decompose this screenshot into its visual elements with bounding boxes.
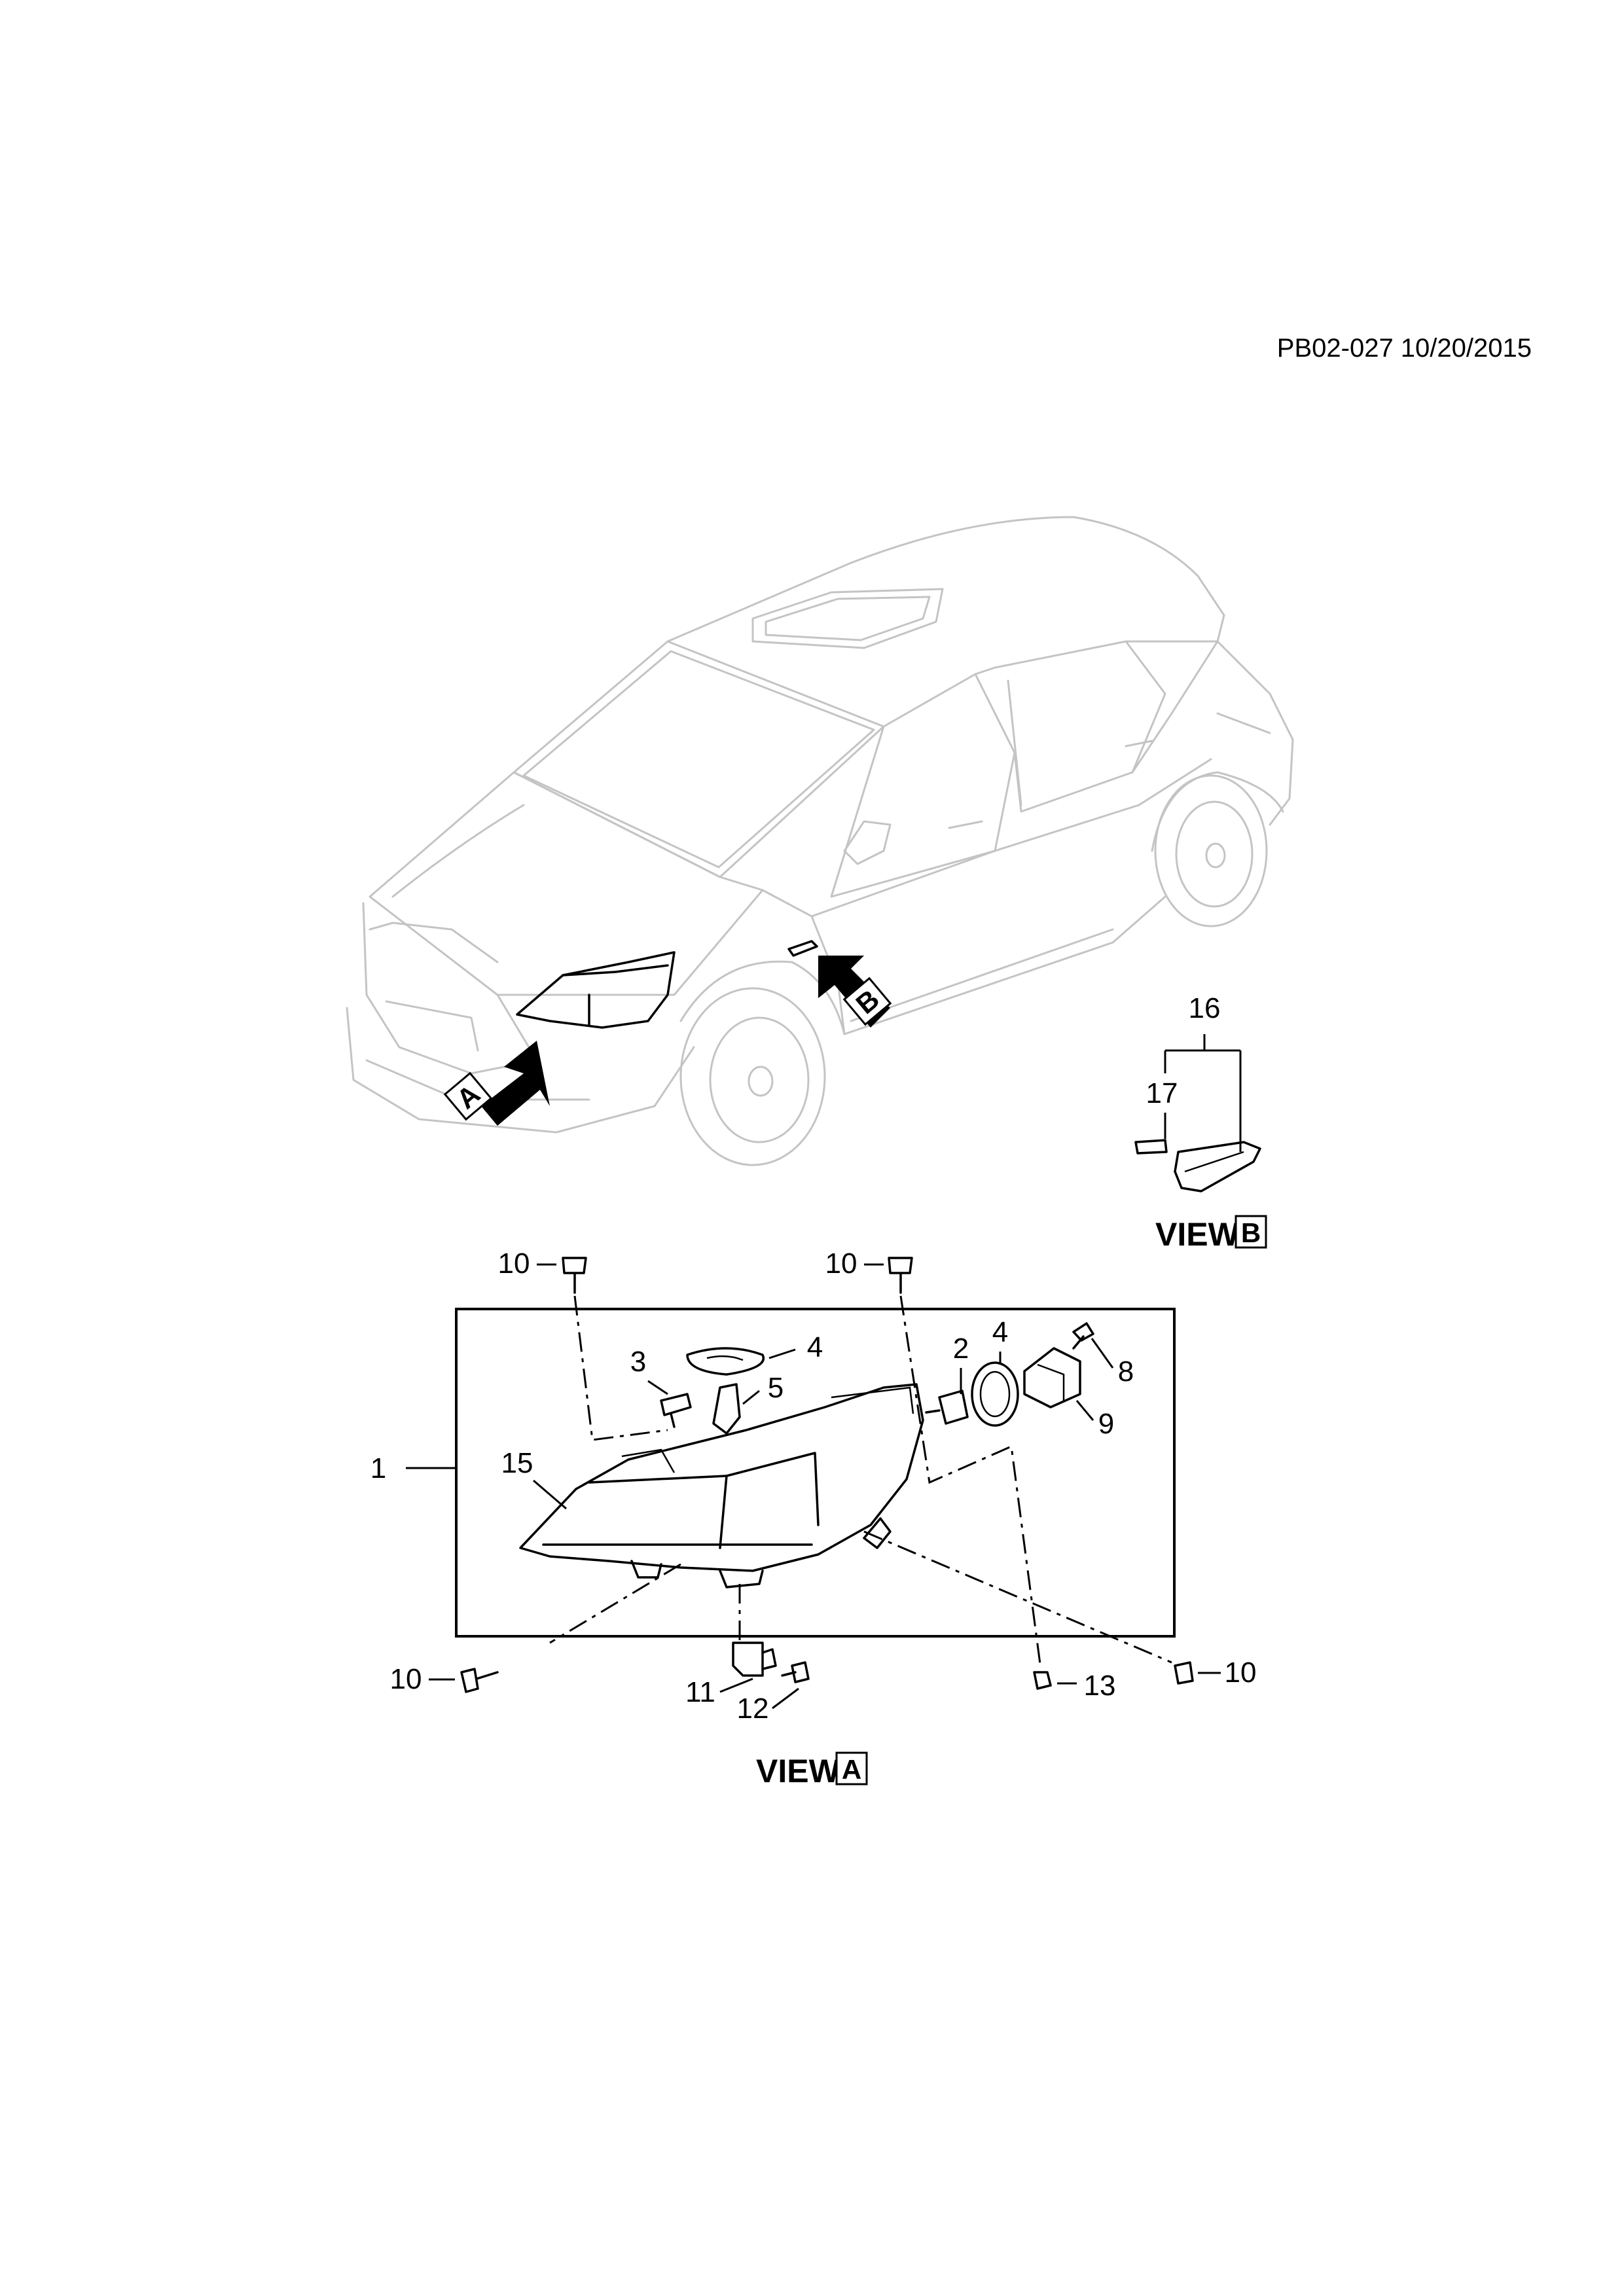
callout-3: 3 — [630, 1346, 646, 1378]
callout-13: 13 — [1084, 1670, 1116, 1702]
view-a-letter: A — [842, 1754, 861, 1785]
callout-9: 9 — [1098, 1408, 1114, 1440]
callout-5: 5 — [768, 1372, 784, 1404]
headlamp-assembly-frame — [455, 1308, 1176, 1638]
callout-1: 1 — [370, 1452, 386, 1484]
callout-10-top-left: 10 — [498, 1247, 530, 1280]
callout-16: 16 — [1189, 992, 1221, 1024]
view-b-letter-box — [1235, 1215, 1267, 1249]
callout-12: 12 — [737, 1693, 769, 1725]
view-a-letter-box — [835, 1751, 868, 1785]
callout-2: 2 — [953, 1333, 969, 1365]
view-b-letter: B — [1241, 1217, 1261, 1248]
car-illustration — [346, 516, 1294, 1166]
callout-10-bottom-right: 10 — [1225, 1657, 1257, 1689]
view-b-arrow: B — [818, 956, 892, 1028]
callout-17: 17 — [1146, 1077, 1178, 1109]
callout-4-right: 4 — [992, 1316, 1008, 1348]
callout-8: 8 — [1118, 1355, 1134, 1388]
callout-15: 15 — [501, 1447, 533, 1479]
callout-4-left: 4 — [807, 1331, 823, 1363]
callout-10-top-right: 10 — [825, 1247, 857, 1280]
callout-11: 11 — [685, 1676, 715, 1708]
view-b-title: VIEW — [1155, 1216, 1240, 1253]
view-a-arrow: A — [443, 1041, 550, 1126]
doc-reference: PB02-027 10/20/2015 — [1277, 334, 1532, 363]
callout-10-bottom-left: 10 — [390, 1663, 422, 1695]
view-a-detail: 1 10 10 15 3 4 — [370, 1247, 1257, 1789]
view-a-title: VIEW — [756, 1753, 840, 1789]
view-b-detail: 16 17 VIEW B — [1134, 992, 1267, 1253]
